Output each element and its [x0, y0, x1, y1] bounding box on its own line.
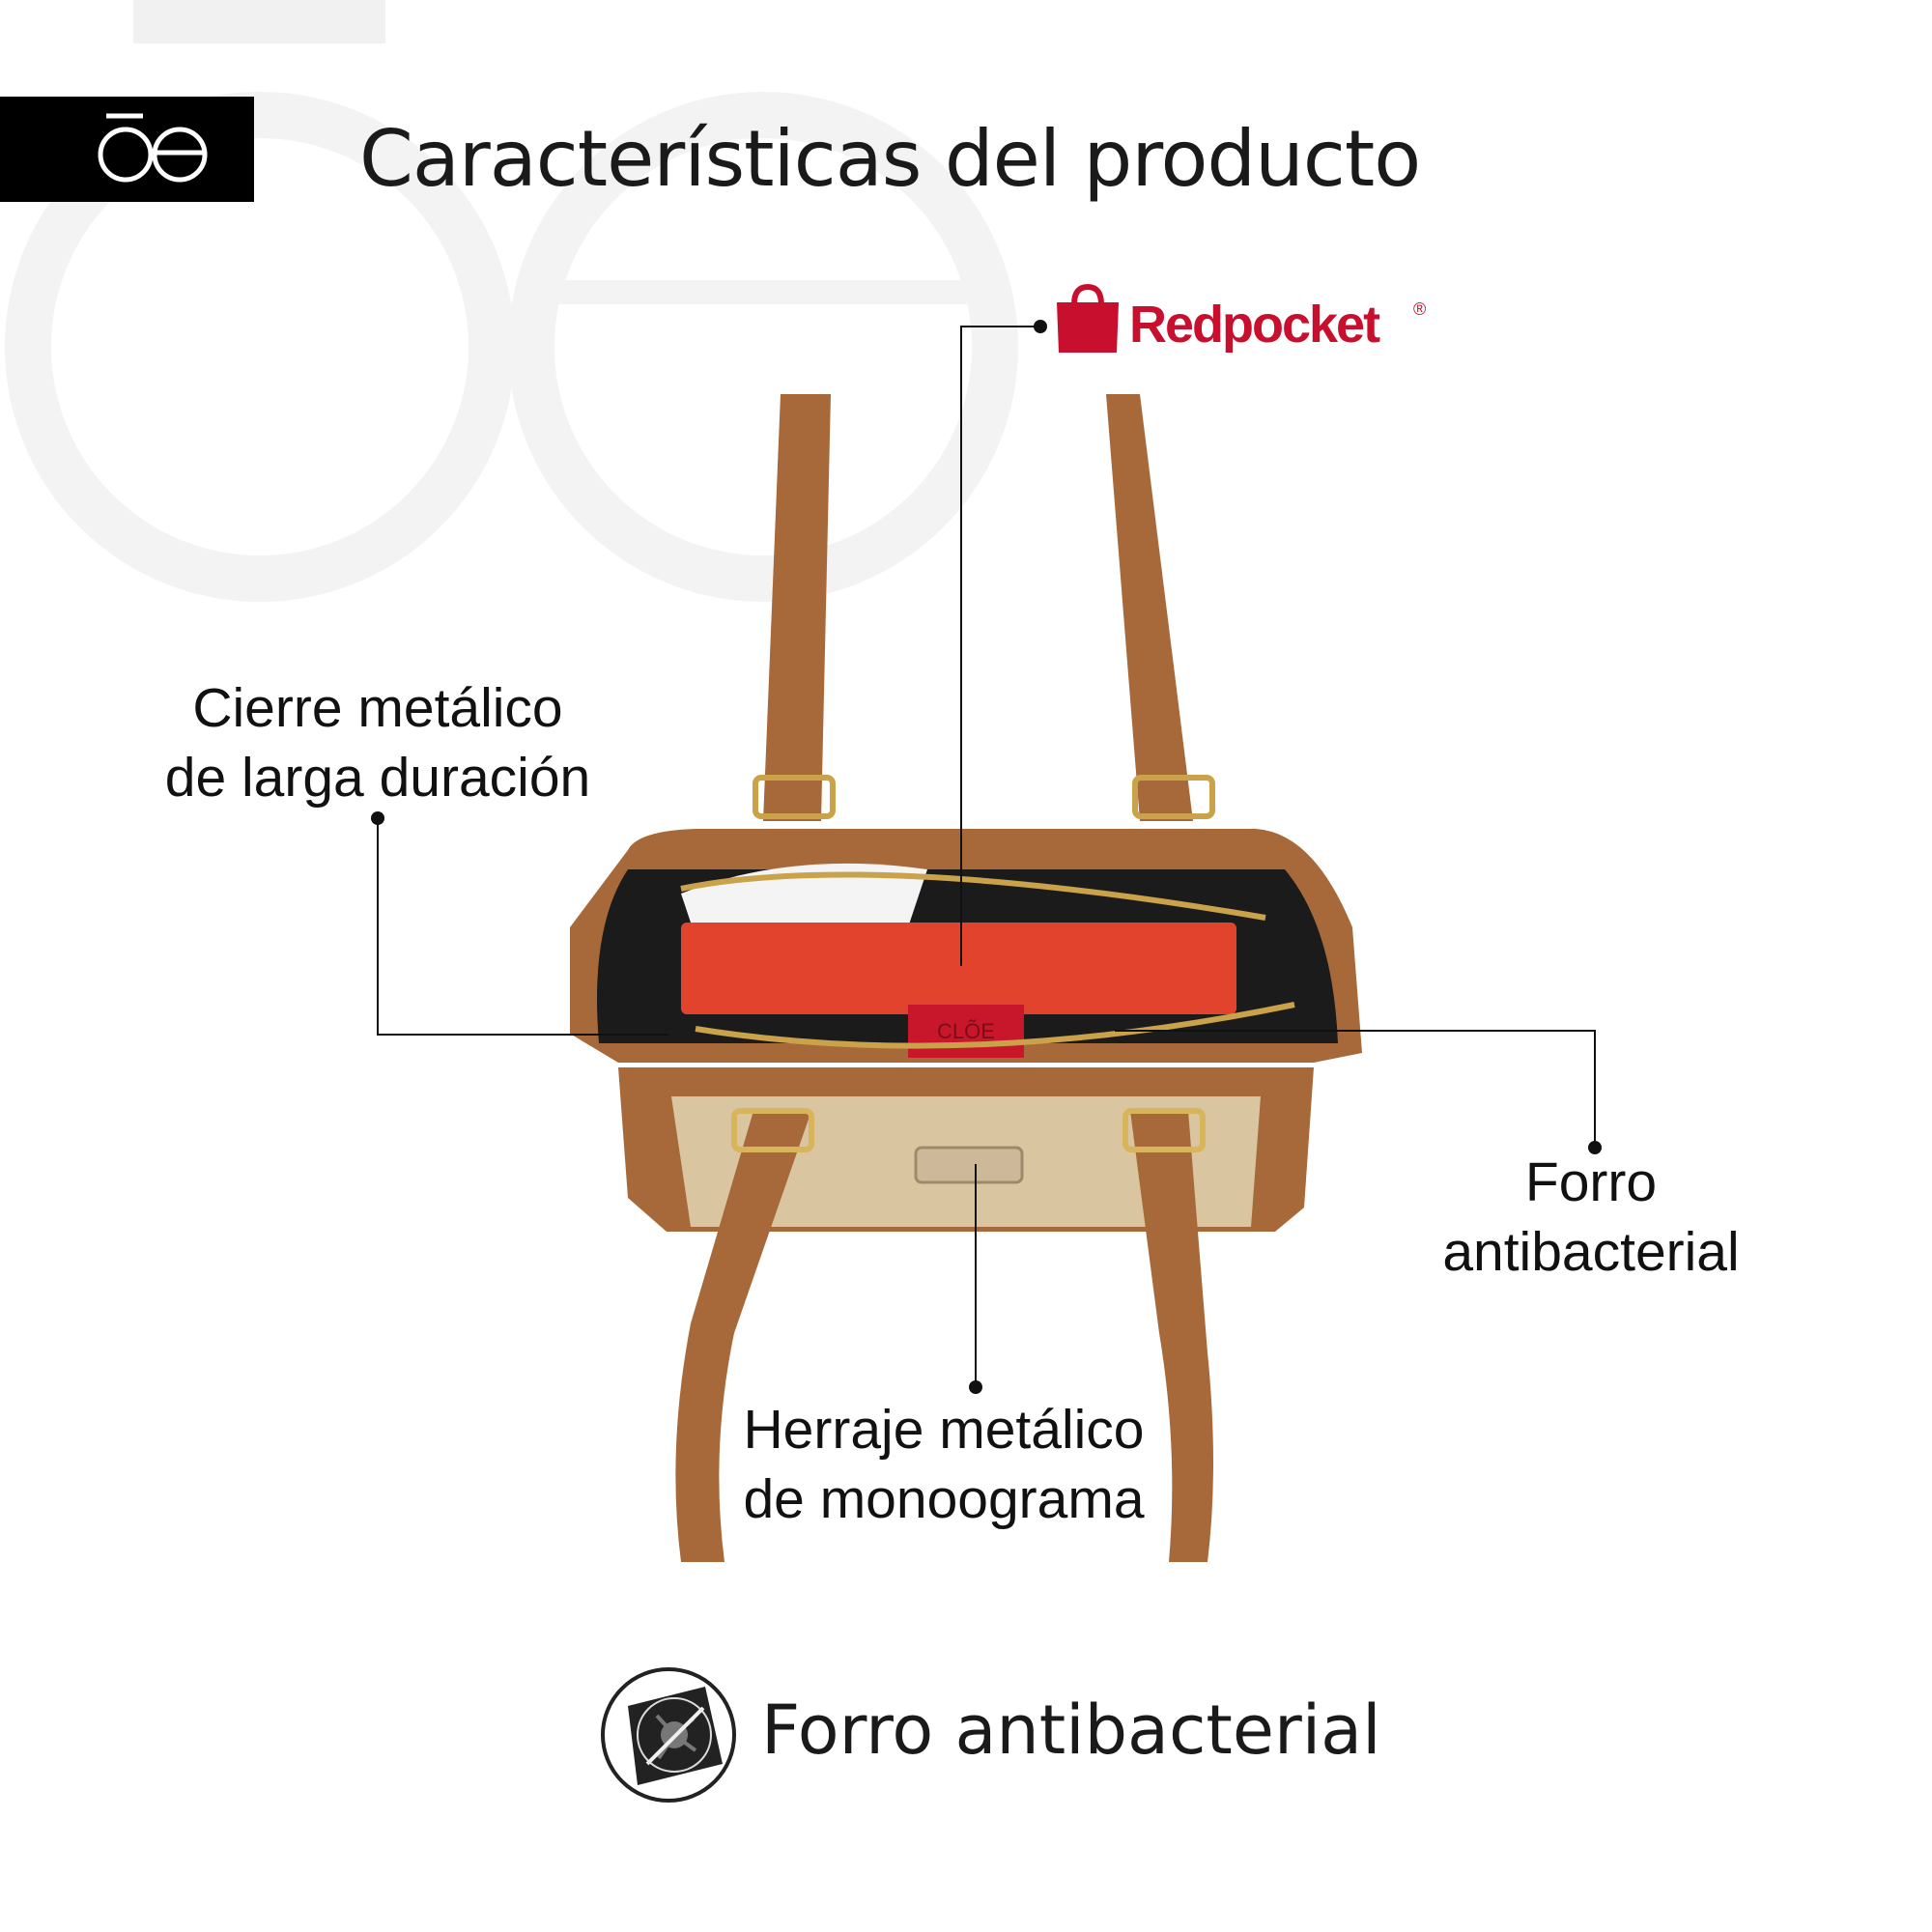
back-handle-right: [1106, 394, 1193, 821]
red-bag-icon: [1057, 283, 1119, 353]
callout-cierre: Cierre metálico de larga duración: [136, 673, 619, 812]
registered-mark: ®: [1413, 299, 1427, 319]
callout-forro-line1: Forro: [1524, 1151, 1658, 1213]
callout-cierre-line1: Cierre metálico: [192, 677, 563, 739]
callout-cierre-line2: de larga duración: [164, 747, 591, 809]
redpocket-brand: Redpocket: [1129, 296, 1380, 354]
page-title: Características del producto: [359, 114, 1421, 204]
top-bar-decoration: [133, 0, 385, 43]
footer-feature-text: Forro antibacterial: [761, 1690, 1381, 1770]
back-handle-left: [763, 394, 831, 821]
callout-herraje: Herraje metálico de monoograma: [731, 1395, 1156, 1534]
callout-herraje-line1: Herraje metálico: [743, 1399, 1145, 1461]
product-label: CLÕE: [937, 1019, 995, 1043]
antibacterial-fabric-icon: [601, 1667, 736, 1803]
monogram-hardware: [914, 1146, 1024, 1184]
brand-logo: [0, 97, 254, 202]
callout-herraje-line2: de monoograma: [743, 1468, 1145, 1530]
callout-forro-line2: antibacterial: [1442, 1221, 1740, 1283]
red-pocket: [681, 923, 1236, 1014]
callout-forro: Forro antibacterial: [1350, 1148, 1833, 1287]
